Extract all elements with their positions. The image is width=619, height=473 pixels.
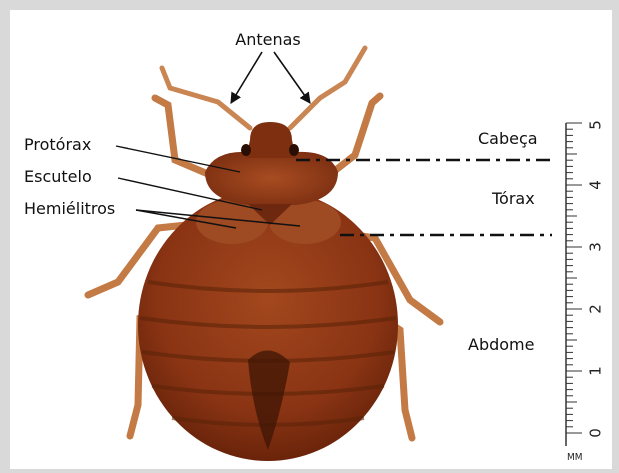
- label-hemelytra: Hemiélitros: [24, 199, 115, 218]
- label-antennae: Antenas: [235, 30, 300, 49]
- scale-label-1: 1: [587, 366, 605, 376]
- scale-label-4: 4: [587, 180, 605, 190]
- right-antenna: [290, 48, 365, 128]
- antennae: [162, 48, 365, 128]
- label-abdomen: Abdome: [468, 335, 534, 354]
- left-antenna: [162, 68, 250, 128]
- label-prothorax: Protórax: [24, 135, 91, 154]
- label-head: Cabeça: [478, 129, 538, 148]
- mm-scale: 0 1 2 3 4 5 MM: [566, 120, 605, 463]
- label-scutellum: Escutelo: [24, 167, 92, 186]
- abdomen: [138, 189, 398, 461]
- front-right-leg: [328, 96, 380, 176]
- arrow-right-antenna: [274, 52, 310, 103]
- scale-label-0: 0: [587, 428, 605, 438]
- arrow-left-antenna: [231, 52, 262, 103]
- scale-label-5: 5: [587, 120, 605, 130]
- scale-label-2: 2: [587, 304, 605, 314]
- scale-label-3: 3: [587, 242, 605, 252]
- scale-ticks: [566, 123, 582, 433]
- scale-unit: MM: [567, 452, 583, 463]
- label-thorax: Tórax: [491, 189, 535, 208]
